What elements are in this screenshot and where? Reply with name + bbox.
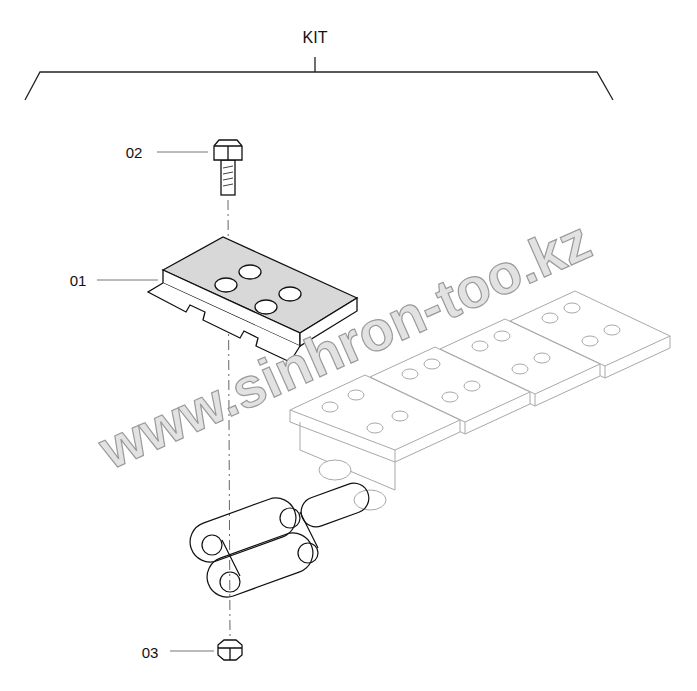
kit-bracket [25,57,613,100]
leader-line [97,280,158,281]
callout-number: 03 [142,645,159,660]
kit-label: KIT [303,30,328,46]
chain-link [184,479,373,603]
callout-number: 02 [126,145,143,160]
leader-line [157,152,208,153]
leader-line [170,651,214,652]
bolt [214,140,242,195]
callout-number: 01 [70,273,87,288]
nut [218,640,242,660]
